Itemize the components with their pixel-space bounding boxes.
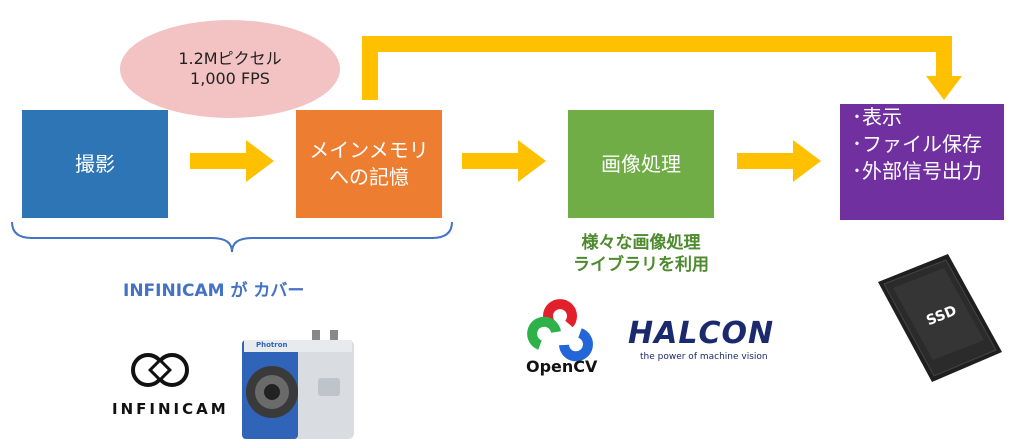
step-capture-label: 撮影: [75, 151, 115, 176]
camera-icon: [242, 330, 354, 439]
bypass-arrow: [362, 36, 962, 100]
library-caption-line1: 様々な画像処理: [581, 233, 701, 253]
step-processing: 画像処理: [568, 110, 714, 218]
output-item-save: ･ファイル保存: [852, 132, 982, 156]
library-caption: 様々な画像処理 ライブラリを利用: [566, 232, 716, 276]
step-memory-line2: への記憶: [329, 165, 409, 189]
halcon-logo-text: HALCON: [628, 316, 775, 351]
arrow-capture-to-memory: [190, 140, 274, 182]
halcon-tagline: the power of machine vision: [640, 352, 768, 362]
camera-brand-label: Photron: [256, 341, 288, 349]
infinicam-logo-icon: [131, 353, 189, 387]
opencv-logo-icon: [527, 299, 593, 362]
spec-bubble: 1.2Mピクセル 1,000 FPS: [120, 20, 340, 118]
coverage-brace: [11, 221, 453, 253]
step-memory: メインメモリ への記憶: [296, 110, 442, 218]
infinicam-logo-text: INFINICAM: [112, 400, 229, 418]
step-memory-line1: メインメモリ: [309, 138, 429, 162]
step-processing-label: 画像処理: [601, 151, 681, 176]
arrow-memory-to-processing: [462, 140, 546, 182]
spec-fps: 1,000 FPS: [190, 69, 270, 88]
opencv-logo-text: OpenCV: [526, 357, 598, 376]
output-item-display: ･表示: [852, 105, 902, 129]
spec-resolution: 1.2Mピクセル: [178, 49, 282, 68]
step-output: ･表示 ･ファイル保存 ･外部信号出力: [840, 104, 1004, 220]
ssd-icon: [878, 254, 1002, 382]
library-caption-line2: ライブラリを利用: [573, 255, 709, 276]
step-capture: 撮影: [22, 110, 168, 218]
arrow-processing-to-output: [737, 140, 821, 182]
infinicam-cover-caption: INFINICAM が カバー: [123, 281, 305, 301]
output-item-signal: ･外部信号出力: [852, 159, 982, 183]
